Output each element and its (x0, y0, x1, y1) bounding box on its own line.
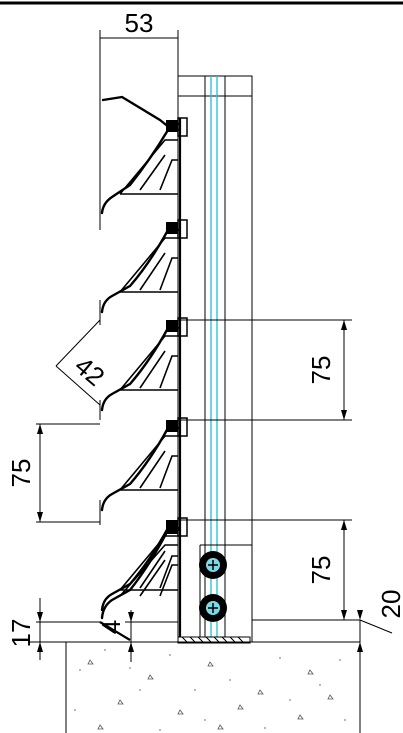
dimension-pitch-right-upper: 75 (252, 319, 352, 421)
louvre-blades (100, 95, 188, 642)
dimension-pitch-right-lower-label: 75 (306, 556, 336, 585)
dimension-base-gap: 4 (96, 610, 134, 662)
dimension-base-height-right: 20 (357, 590, 403, 733)
base-sill (36, 619, 393, 644)
louvre-blade (100, 417, 188, 512)
louvre-blade (100, 317, 188, 412)
dimension-top-width: 53 (99, 8, 179, 230)
dimension-pitch-right-upper-label: 75 (306, 356, 336, 385)
louvre-blade-bottom (100, 522, 180, 620)
louvre-blade (100, 219, 188, 314)
seal-gasket-lower (199, 594, 227, 622)
concrete-foundation (65, 641, 361, 733)
dimension-pitch-left: 75 (6, 423, 100, 523)
seal-gasket-upper (199, 551, 227, 579)
dimension-top-width-label: 53 (125, 8, 154, 38)
dimension-base-height-left-label: 17 (6, 619, 36, 648)
dimension-blade-angle-label: 42 (69, 350, 110, 392)
dimension-base-gap-label: 4 (96, 620, 126, 634)
dimension-blade-angle: 42 (55, 319, 111, 406)
dimension-base-height-left: 17 (6, 598, 66, 660)
dimension-base-height-right-label: 20 (376, 590, 403, 619)
louvre-blade (100, 95, 188, 215)
dimension-pitch-right-lower: 75 (252, 519, 352, 621)
dimension-pitch-left-label: 75 (6, 459, 36, 488)
